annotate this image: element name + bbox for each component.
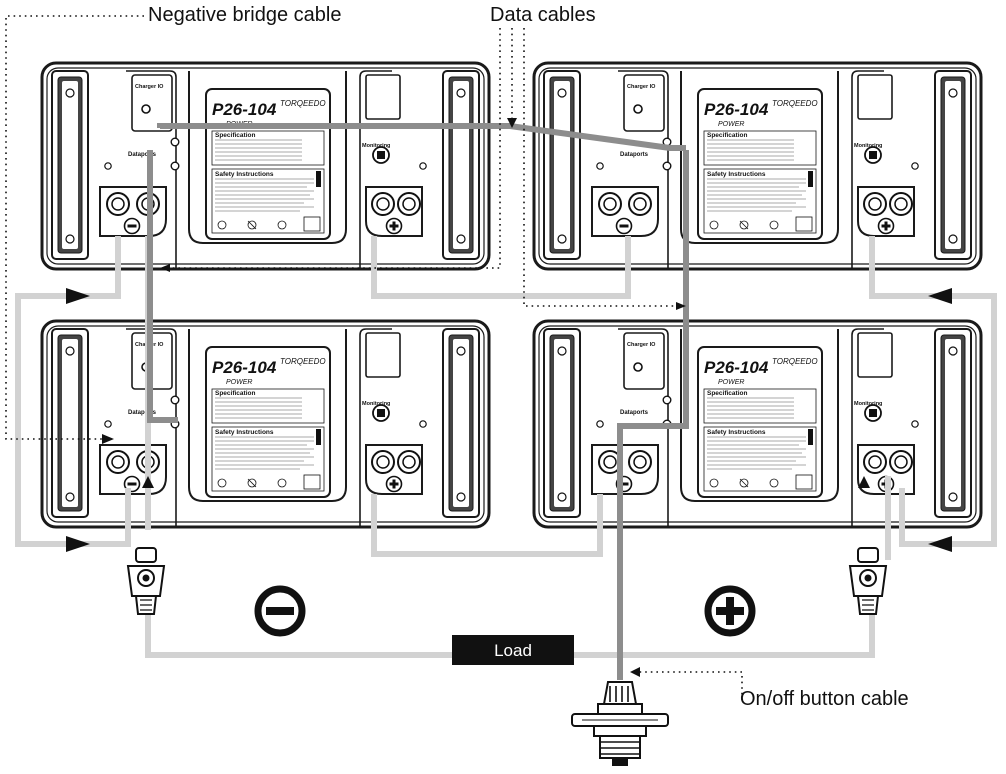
monitoring-label: Monitoring <box>854 143 882 149</box>
battery-brand: TORQEEDO <box>280 357 326 366</box>
battery-logo: P26-104 <box>704 100 769 119</box>
battery-logo: P26-104 <box>212 100 277 119</box>
battery-logo-sub: POWER <box>226 379 252 386</box>
charger-io-label: Charger IO <box>627 84 656 90</box>
data-cable-left-vertical <box>147 150 178 423</box>
battery-brand: TORQEEDO <box>280 99 326 108</box>
battery-logo: P26-104 <box>704 358 769 377</box>
arrow-left-lower-right <box>928 536 952 552</box>
cable-right-series <box>869 236 997 547</box>
safety-title: Safety Instructions <box>215 429 274 436</box>
battery-logo-sub: POWER <box>718 379 744 386</box>
dataports-label: Dataports <box>128 152 157 158</box>
data-cables <box>147 123 689 680</box>
cable-negative-load <box>145 600 452 658</box>
arrow-up-left-terminal <box>142 476 154 488</box>
power-cables <box>15 236 997 658</box>
monitoring-label: Monitoring <box>362 401 390 407</box>
data-cables-label: Data cables <box>490 4 596 26</box>
specification-title: Specification <box>215 132 255 139</box>
load-box: Load <box>452 635 574 665</box>
negative-clamp <box>126 547 166 615</box>
battery-bottom-right: P26-104 POWER TORQEEDO Charger IO Datapo… <box>532 319 983 529</box>
cable-left-series-upper <box>15 236 131 547</box>
load-label: Load <box>494 641 532 660</box>
monitoring-label: Monitoring <box>362 143 390 149</box>
safety-title: Safety Instructions <box>215 171 274 178</box>
battery-brand: TORQEEDO <box>772 357 818 366</box>
arrow-left-upper-right <box>928 288 952 304</box>
charger-io-label: Charger IO <box>627 342 656 348</box>
arrow-up-right-terminal <box>858 476 870 488</box>
dataports-label: Dataports <box>620 152 649 158</box>
battery-brand: TORQEEDO <box>772 99 818 108</box>
plus-icon <box>704 585 756 637</box>
cable-bottom-bridge <box>371 494 603 557</box>
cable-positive-load <box>572 600 875 658</box>
arrow-left-on-off <box>630 667 640 677</box>
monitoring-label: Monitoring <box>854 401 882 407</box>
arrow-down-data-top <box>507 118 517 128</box>
battery-logo-sub: POWER <box>718 121 744 128</box>
arrow-right-negative-bridge <box>102 434 114 444</box>
flow-arrows <box>66 118 952 677</box>
dataports-label: Dataports <box>128 410 157 416</box>
minus-icon <box>254 585 306 637</box>
charger-io-label: Charger IO <box>135 84 164 90</box>
cable-top-bridge <box>371 236 631 299</box>
safety-title: Safety Instructions <box>707 171 766 178</box>
battery-bottom-left: P26-104 POWER TORQEEDO Charger IO Datapo… <box>40 319 491 529</box>
leader-data-1 <box>164 28 501 269</box>
arrow-left-charger-data <box>160 264 170 272</box>
battery-top-right: P26-104 POWER TORQEEDO Charger IO Datapo… <box>532 61 983 271</box>
leader-on-off <box>630 671 743 700</box>
dataports-label: Dataports <box>620 410 649 416</box>
arrow-right-lower-left <box>66 536 90 552</box>
specification-title: Specification <box>707 132 747 139</box>
arrow-right-upper-left <box>66 288 90 304</box>
battery-logo: P26-104 <box>212 358 277 377</box>
positive-clamp <box>848 547 888 615</box>
data-cable-top-link <box>157 123 686 151</box>
safety-title: Safety Instructions <box>707 429 766 436</box>
battery-top-left: P26-104 POWER TORQEEDO Charger IO Datapo… <box>40 61 491 271</box>
specification-title: Specification <box>707 390 747 397</box>
on-off-button-cable-label: On/off button cable <box>740 688 909 710</box>
leader-lines <box>5 15 743 700</box>
data-cable-right-vertical <box>617 150 689 680</box>
on-off-switch-icon <box>571 681 669 766</box>
negative-bridge-cable-label: Negative bridge cable <box>148 4 342 26</box>
specification-title: Specification <box>215 390 255 397</box>
arrow-right-data-mid <box>676 302 686 310</box>
